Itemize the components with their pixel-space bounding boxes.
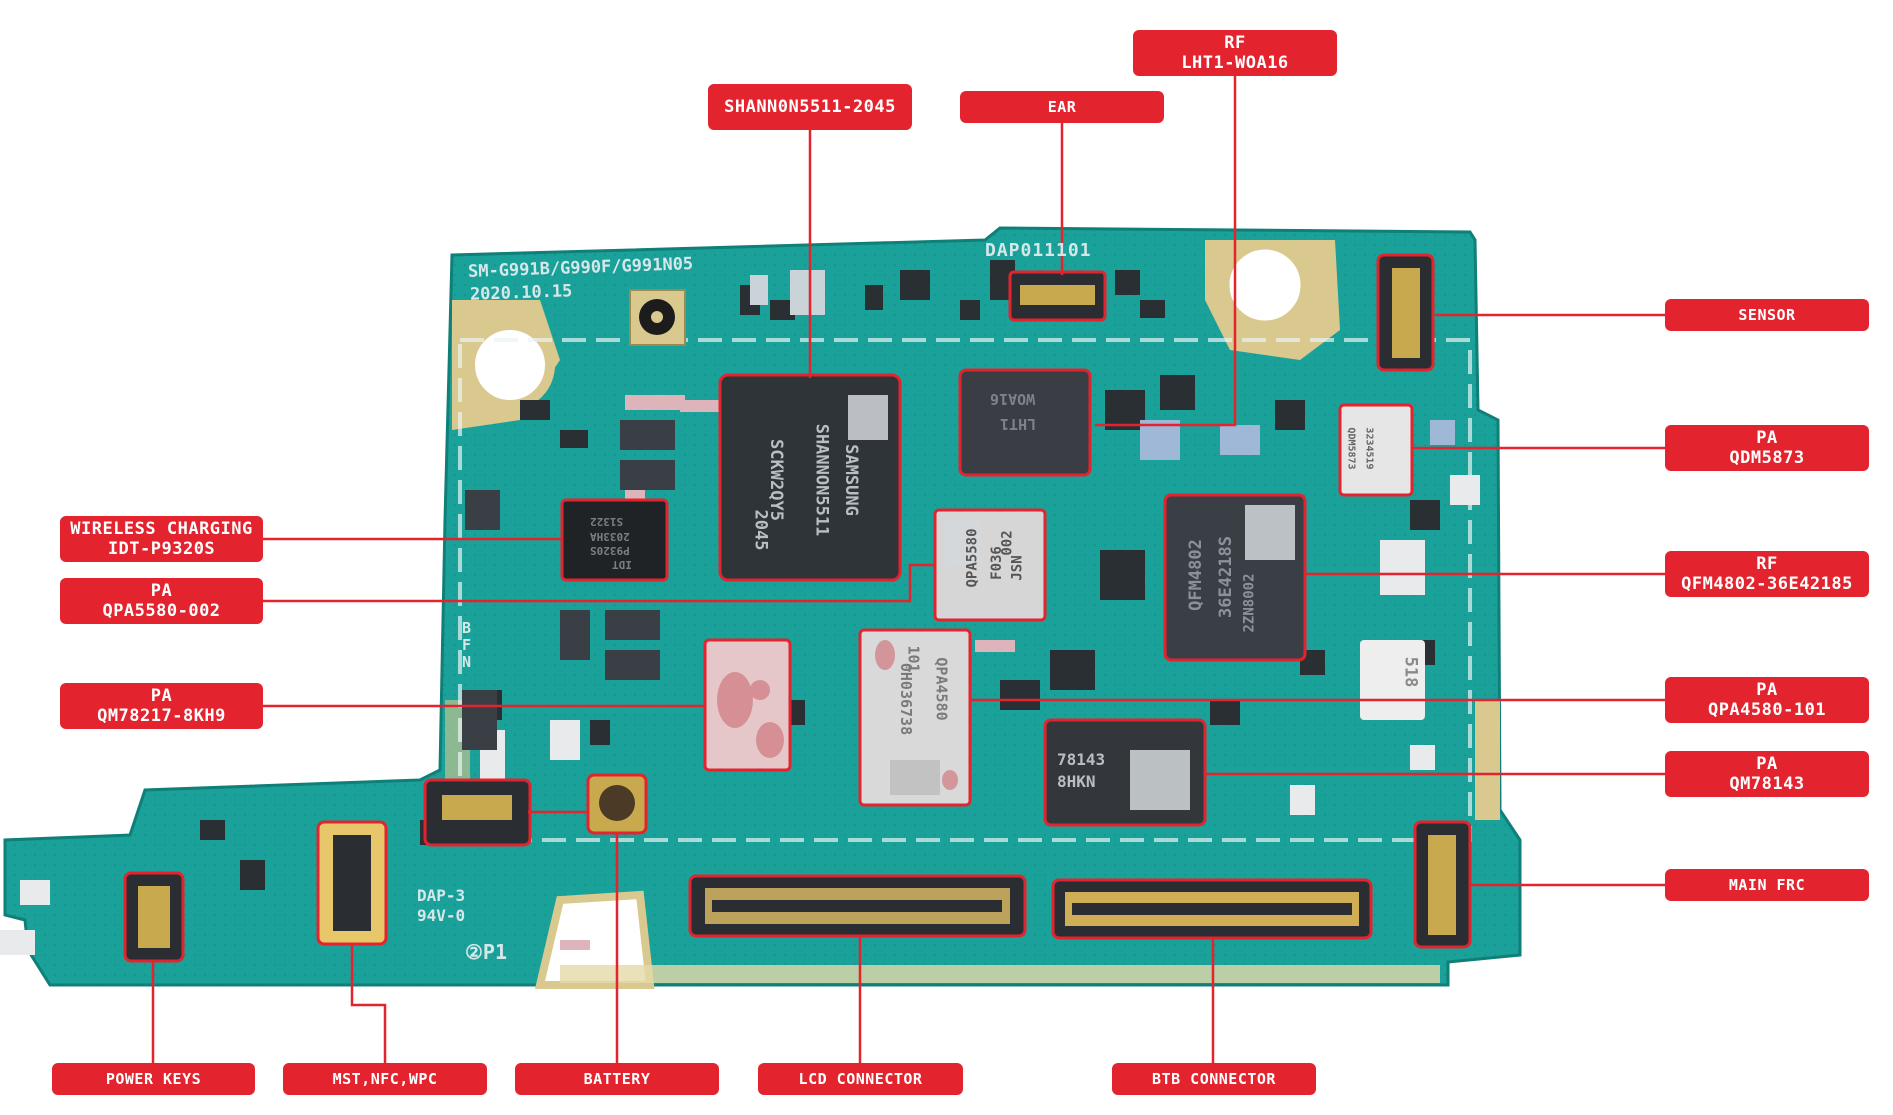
connector-battery bbox=[586, 773, 648, 835]
label-main-frc: MAIN FRC bbox=[1665, 869, 1869, 901]
chip-text-qfm: QFM4802 36E4218S 2ZN8002 bbox=[1185, 536, 1258, 633]
silk-p1: ②P1 bbox=[465, 940, 508, 964]
mounting-hole-right bbox=[1220, 240, 1310, 330]
chip-text-qdm: QDM5873 3234519 bbox=[1345, 427, 1375, 470]
chip-text-idt: IDT P9320S 2033HA S1322 bbox=[590, 515, 632, 571]
connector-mst bbox=[316, 820, 388, 946]
chip-text-qm78143: 78143 8HKN bbox=[1057, 750, 1106, 791]
label-btb-connector: BTB CONNECTOR bbox=[1112, 1063, 1316, 1095]
label-lcd-connector: LCD CONNECTOR bbox=[758, 1063, 963, 1095]
connector-ear bbox=[1008, 270, 1107, 322]
label-mst-nfc-wpc: MST,NFC,WPC bbox=[283, 1063, 487, 1095]
chip-text-qpa4580: QPA4580 101 0H036738 bbox=[897, 645, 951, 736]
chip-qdm bbox=[1338, 403, 1414, 497]
label-shannon: SHANN0N5511-2045 bbox=[708, 84, 912, 130]
mounting-hole-left bbox=[465, 320, 555, 410]
qr-codes bbox=[848, 395, 1295, 810]
shield-outline bbox=[458, 338, 1472, 842]
small-passives bbox=[0, 270, 1480, 955]
gold-edge-bottom bbox=[534, 890, 655, 989]
label-power-keys: POWER KEYS bbox=[52, 1063, 255, 1095]
inductors bbox=[462, 420, 675, 750]
chip-text-lht: LHT1 WOA16 bbox=[990, 390, 1037, 433]
gold-edge-bottom-strip bbox=[560, 965, 1440, 983]
silk-date: 2020.10.15 bbox=[469, 281, 573, 305]
connector-lcd bbox=[688, 874, 1027, 938]
connector-sensor bbox=[1376, 253, 1435, 372]
connector-btb bbox=[1051, 878, 1373, 940]
connector-power-keys bbox=[123, 871, 185, 963]
label-ear: EAR bbox=[960, 91, 1164, 123]
label-sensor: SENSOR bbox=[1665, 299, 1869, 331]
silk-bfn: B F N bbox=[462, 619, 472, 671]
label-battery: BATTERY bbox=[515, 1063, 719, 1095]
silk-94v0: 94V-0 bbox=[417, 906, 466, 925]
silk-dap3: DAP-3 bbox=[417, 886, 466, 905]
gold-edge-right bbox=[1475, 700, 1500, 820]
connector-battery-area bbox=[423, 778, 532, 847]
chip-text-qpa5580: QPA5580 002 F036 JSN bbox=[964, 528, 1026, 588]
chip-lht bbox=[958, 368, 1092, 477]
chip-text-518: 518 bbox=[1400, 656, 1421, 688]
chip-smudges bbox=[717, 640, 958, 790]
connector-main-frc bbox=[1413, 820, 1472, 949]
leader-lines bbox=[151, 75, 1665, 1063]
chip-qpa4580 bbox=[858, 628, 972, 807]
chip-text-shannon: SAMSUNG SHANNON5511 SCKW2QY5 2045 bbox=[750, 423, 861, 551]
silk-dap-code: DAP011101 bbox=[985, 240, 1092, 261]
